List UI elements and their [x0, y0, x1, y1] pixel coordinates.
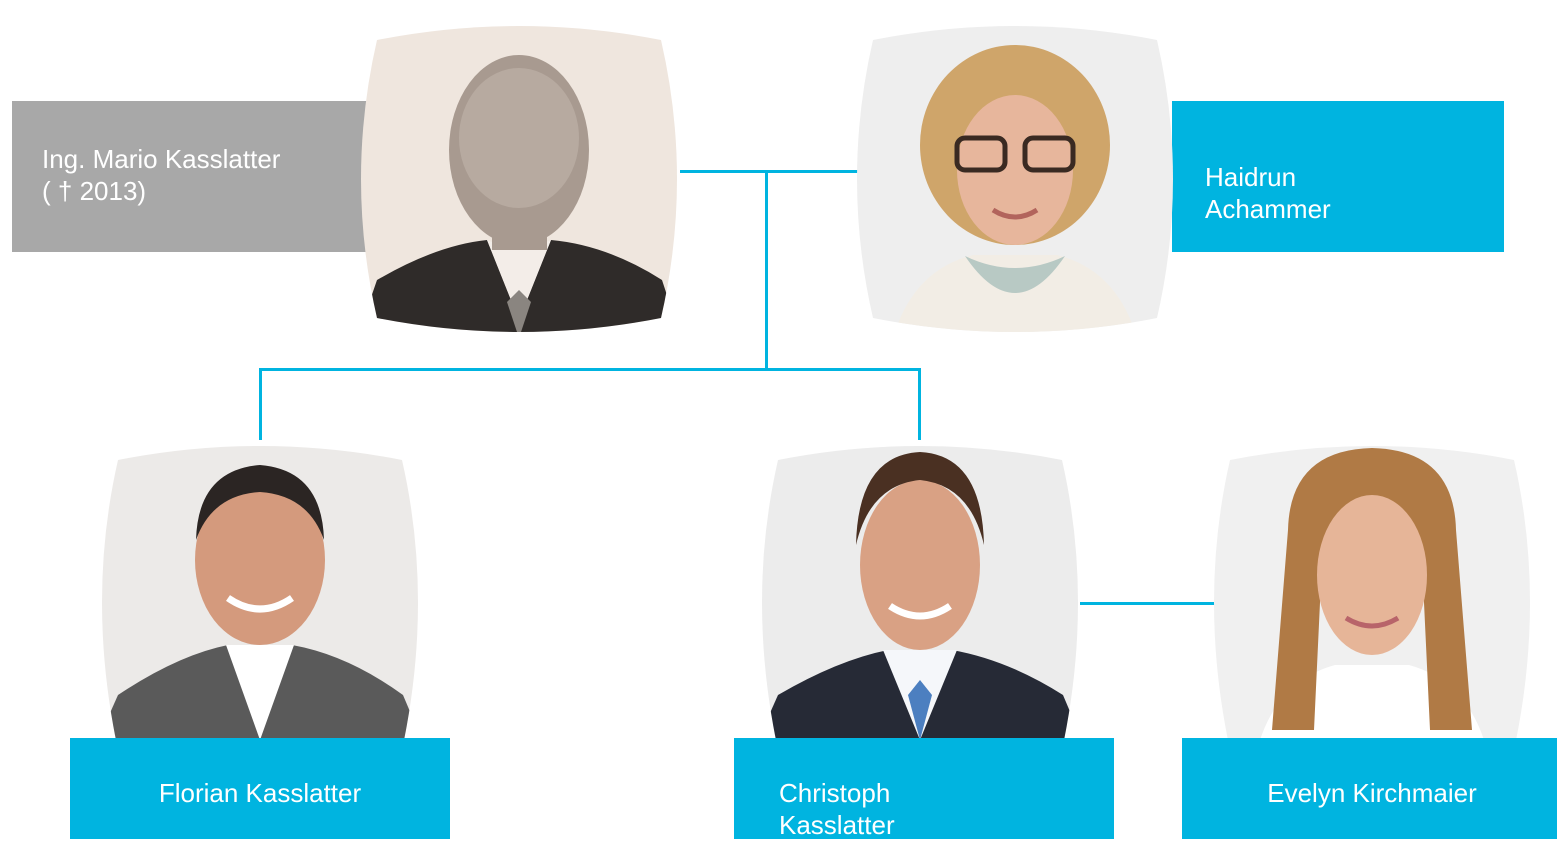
- person-name: Ing. Mario Kasslatter: [42, 144, 281, 174]
- name-box-mario: Ing. Mario Kasslatter ( † 2013): [12, 101, 372, 252]
- person-name-line2: Kasslatter: [779, 810, 895, 840]
- woman-portrait-icon: [1210, 440, 1534, 740]
- connector-florian-drop: [259, 368, 262, 440]
- woman-with-glasses-portrait-icon: [853, 20, 1177, 338]
- man-in-suit-portrait-icon: [758, 440, 1082, 740]
- elderly-man-portrait-icon: [357, 20, 681, 338]
- person-name-line1: Christoph: [779, 778, 891, 808]
- name-box-florian: Florian Kasslatter: [70, 738, 450, 839]
- person-name: Evelyn Kirchmaier: [1267, 778, 1477, 808]
- person-name-line2: Achammer: [1205, 194, 1331, 224]
- person-name-line1: Haidrun: [1205, 162, 1297, 192]
- person-name: Florian Kasslatter: [158, 778, 362, 808]
- name-box-haidrun: Haidrun Achammer: [1172, 101, 1504, 252]
- connector-christoph-drop: [918, 368, 921, 440]
- connector-parents-to-children: [765, 170, 768, 370]
- name-box-evelyn: Evelyn Kirchmaier: [1182, 738, 1557, 839]
- connector-children-horizontal: [259, 368, 921, 371]
- connector-marriage-christoph-evelyn: [1080, 602, 1220, 605]
- death-note: ( † 2013): [42, 176, 147, 206]
- connector-marriage-parents: [680, 170, 860, 173]
- name-box-christoph: Christoph Kasslatter: [734, 738, 1114, 840]
- man-portrait-icon: [98, 440, 422, 740]
